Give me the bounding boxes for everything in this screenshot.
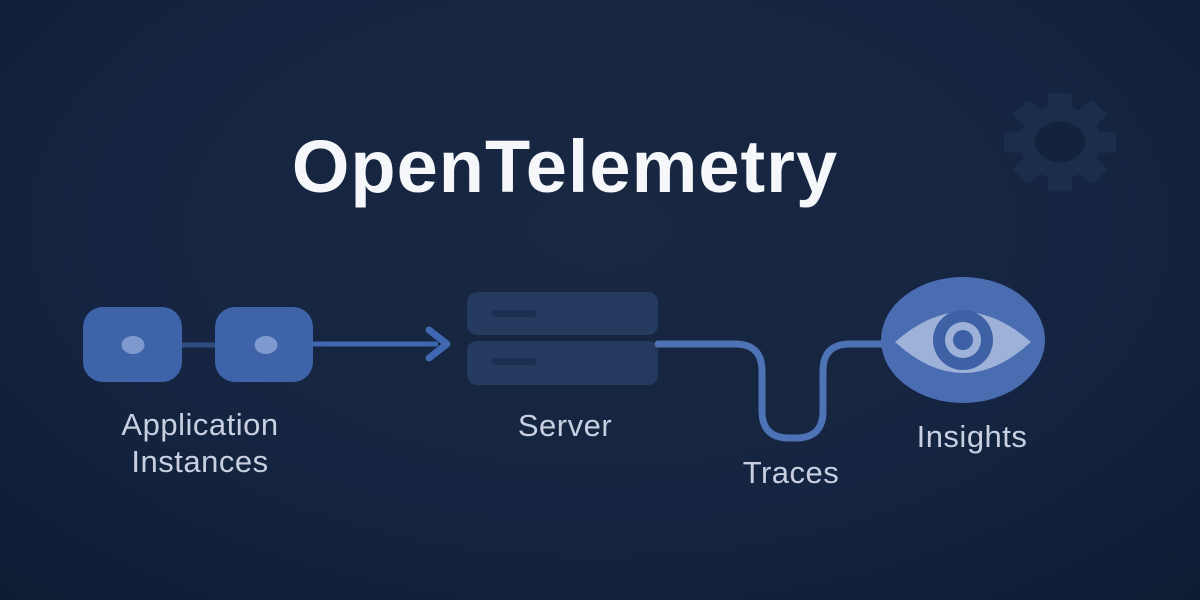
server-icon <box>467 292 658 385</box>
eye-icon <box>881 277 1045 403</box>
trace-line <box>654 340 886 442</box>
label-server: Server <box>517 408 613 443</box>
gear-icon <box>1004 92 1116 192</box>
application-box-icon <box>83 307 182 382</box>
arrow-right-icon <box>313 326 451 362</box>
page-title: OpenTelemetry <box>291 125 839 208</box>
label-traces: Traces <box>742 455 840 490</box>
application-box-icon <box>215 307 313 382</box>
label-application-instances: Application Instances <box>121 407 279 479</box>
label-insights: Insights <box>916 419 1028 454</box>
